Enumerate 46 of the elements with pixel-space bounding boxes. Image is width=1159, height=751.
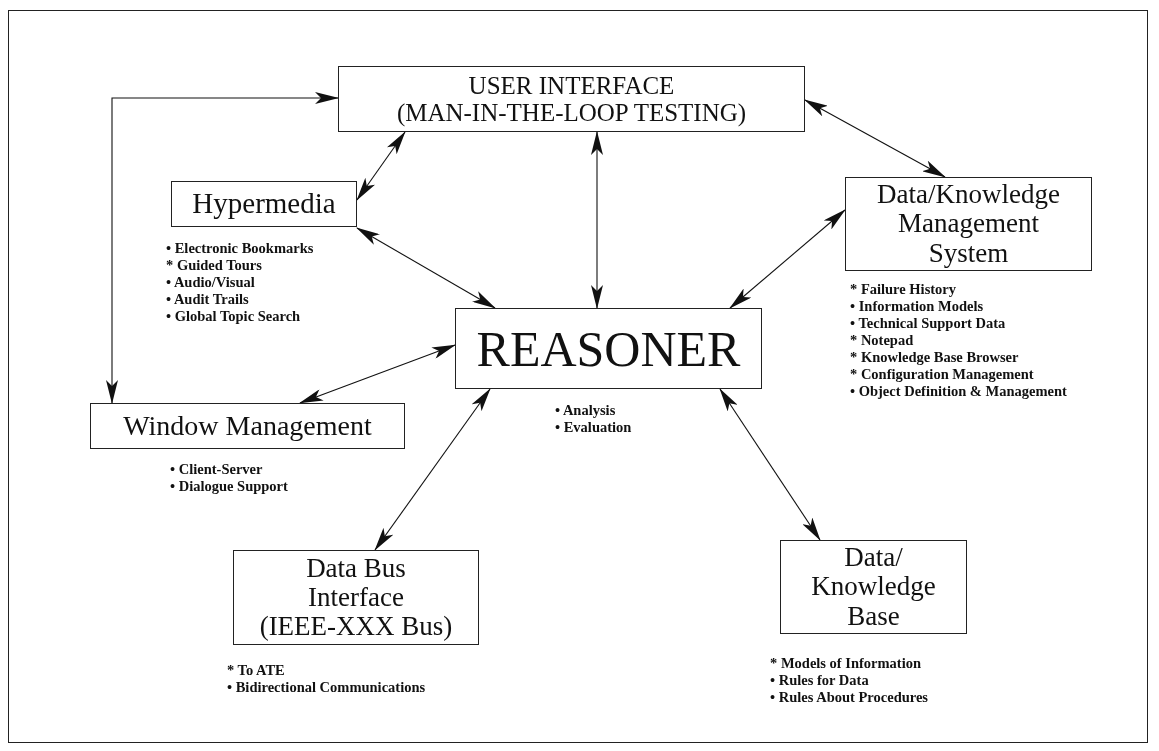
feature-item: • Information Models (850, 298, 985, 315)
component-box (455, 308, 762, 389)
feature-item: * Knowledge Base Browser (850, 349, 1020, 366)
feature-item: • Rules About Procedures (770, 689, 929, 706)
double-arrow (719, 388, 821, 541)
feature-item: • Audio/Visual (166, 274, 256, 291)
component-title: Hypermedia (191, 188, 337, 220)
feature-item: • Audit Trails (166, 291, 250, 308)
feature-item: • Object Definition & Management (850, 383, 1068, 400)
feature-item: • Analysis (555, 402, 617, 419)
feature-item: • Bidirectional Communications (227, 679, 427, 696)
component-box (90, 403, 405, 449)
feature-item: • Dialogue Support (170, 478, 289, 495)
feature-item: • Client-Server (170, 461, 264, 478)
component-box (338, 66, 805, 132)
component-title: REASONER (475, 321, 742, 376)
component-title: Data Bus Interface (305, 553, 407, 613)
feature-item: * Configuration Management (850, 366, 1035, 383)
feature-item: * To ATE (227, 662, 286, 679)
feature-item: • Global Topic Search (166, 308, 302, 325)
component-title: Data/Knowledge Management System (876, 180, 1061, 268)
double-arrow (356, 227, 496, 309)
double-arrow (374, 388, 491, 551)
double-arrow (299, 344, 456, 404)
feature-item: • Rules for Data (770, 672, 870, 689)
double-arrow (804, 99, 946, 178)
feature-item: • Electronic Bookmarks (166, 240, 315, 257)
feature-item: * Guided Tours (166, 257, 263, 274)
component-title: (MAN-IN-THE-LOOP TESTING) (395, 99, 748, 126)
component-box (233, 550, 479, 645)
component-box (780, 540, 967, 634)
double-arrow (591, 131, 603, 309)
double-arrow (356, 131, 406, 201)
feature-item: • Evaluation (555, 419, 633, 436)
double-arrow (729, 209, 846, 309)
component-title: Window Management (122, 410, 373, 442)
feature-item: * Failure History (850, 281, 958, 298)
component-box (845, 177, 1092, 271)
component-title: USER INTERFACE (467, 72, 676, 99)
feature-item: • Technical Support Data (850, 315, 1007, 332)
feature-item: * Models of Information (770, 655, 923, 672)
double-arrow (106, 92, 339, 404)
component-box (171, 181, 357, 227)
component-title: Data/ Knowledge Base (810, 543, 937, 631)
component-title: (IEEE-XXX Bus) (258, 612, 454, 642)
feature-item: * Notepad (850, 332, 915, 349)
